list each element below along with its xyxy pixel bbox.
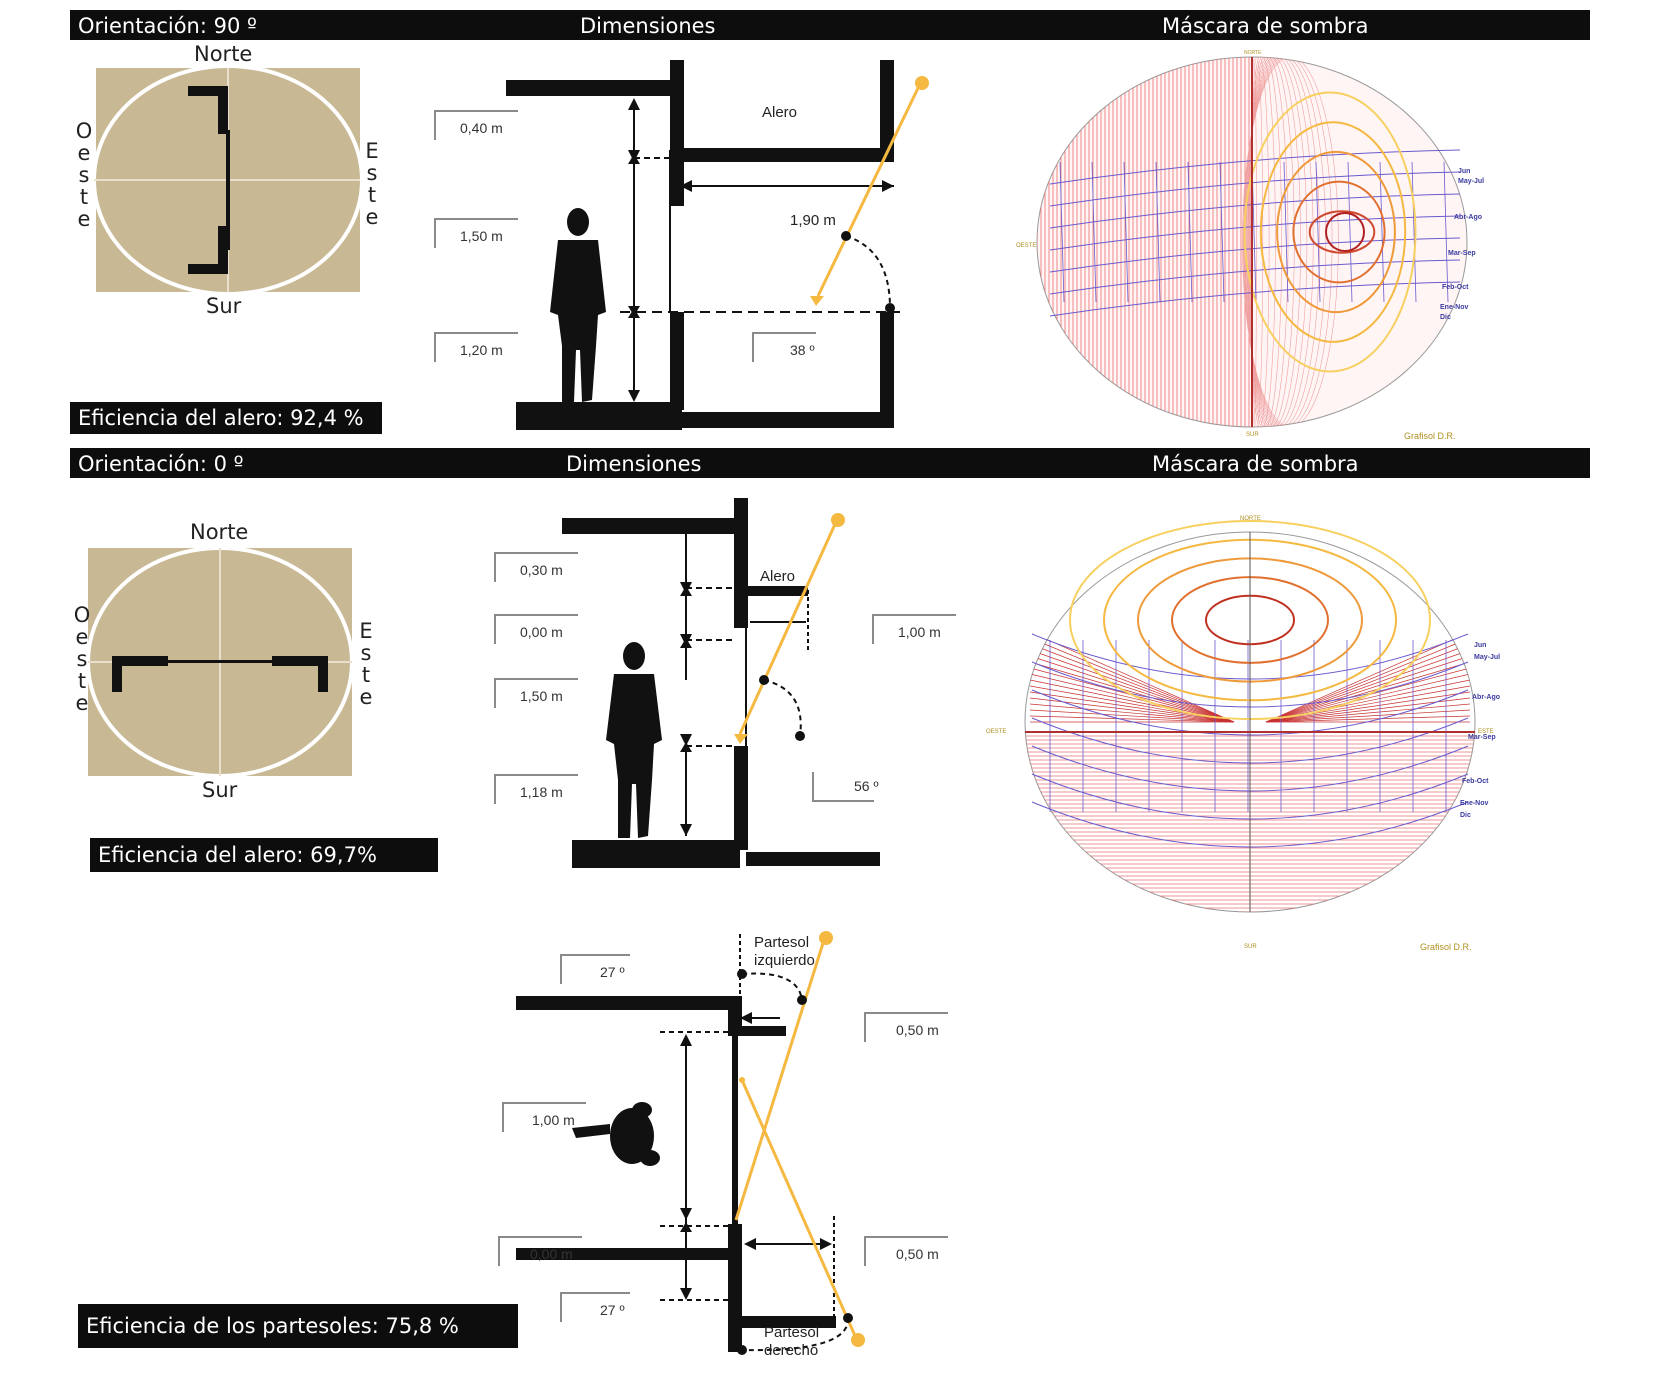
row1-mask-credit: Grafisol D.R.	[1404, 431, 1456, 441]
row1-person-silhouette	[550, 208, 606, 402]
row1-mask-month-labels: Jun May-Jul Abr-Ago Mar-Sep Feb-Oct Ene-…	[1440, 168, 1485, 321]
row2-header-bar: Orientación: 0 º Dimensiones Máscara de …	[70, 448, 1590, 478]
row2-person-silhouette	[606, 642, 662, 838]
row3-partesol-left-label: Partesol izquierdo	[754, 934, 815, 969]
row2-alero-label: Alero	[760, 568, 796, 585]
row2-dim-sill: 1,18 m	[494, 774, 578, 804]
row2-section-drawing	[562, 498, 880, 868]
row2-window-plan	[112, 656, 328, 692]
row2-mask-title: Máscara de sombra	[1152, 452, 1359, 476]
row2-dim-top: 0,30 m	[494, 552, 578, 582]
row2-compass-drawing	[86, 546, 354, 778]
row2-mask-south: SUR	[1244, 944, 1257, 950]
row2-angle-box: 56 º	[812, 772, 879, 802]
row2-mask-west: OESTE	[986, 729, 1007, 735]
row1-dim-window: 1,50 m	[434, 218, 518, 248]
row1-mask-contours	[1243, 91, 1417, 373]
row3-plan-drawing	[516, 931, 865, 1355]
row1-orientation-title: Orientación: 90 º	[78, 14, 257, 38]
row1-mask-west: OESTE	[1016, 243, 1037, 249]
row2-mask-month-labels: Jun May-Jul Abr-Ago Mar-Sep Feb-Oct Ene-…	[1460, 642, 1501, 819]
row2-efficiency-label: Eficiencia del alero: 69,7%	[90, 838, 438, 872]
row1-header-bar: Orientación: 90 º Dimensiones Máscara de…	[70, 10, 1590, 40]
row2-north-label: Norte	[190, 520, 249, 544]
row3-angle-top-box: 27 º	[560, 954, 630, 984]
row1-south-label: Sur	[206, 294, 242, 318]
row1-depth-label: 1,90 m	[790, 212, 836, 229]
row3-person-topview	[572, 1102, 660, 1166]
row1-angle-box: 38 º	[752, 332, 816, 362]
row1-mask-south: SUR	[1246, 432, 1259, 438]
row2-shadow-mask	[1024, 520, 1476, 913]
row1-dimensions-title: Dimensiones	[580, 14, 716, 38]
row2-dim-window: 1,50 m	[494, 678, 578, 708]
row1-dim-sill: 1,20 m	[434, 332, 518, 362]
row3-partesol-right-label: Partesol derecho	[764, 1324, 820, 1359]
row2-depth-box: 1,00 m	[872, 614, 956, 644]
row2-south-label: Sur	[202, 778, 238, 802]
row1-compass-drawing	[92, 64, 364, 296]
row1-efficiency-label: Eficiencia del alero: 92,4 %	[70, 402, 382, 434]
row1-north-label: Norte	[194, 42, 253, 66]
row1-alero-label: Alero	[762, 104, 798, 121]
row2-orientation-title: Orientación: 0 º	[78, 452, 244, 476]
row1-section-drawing	[506, 60, 929, 430]
row1-window-plan	[188, 86, 230, 274]
row2-dim-overhang: 0,00 m	[494, 614, 578, 644]
row3-efficiency-label: Eficiencia de los partesoles: 75,8 %	[78, 1304, 518, 1348]
row3-dim-fin-left: 0,50 m	[864, 1012, 948, 1042]
row2-mask-credit: Grafisol D.R.	[1420, 942, 1472, 952]
row2-dimensions-title: Dimensiones	[566, 452, 702, 476]
row3-dim-offset: 0,00 m	[498, 1236, 582, 1266]
row2-mask-north: NORTE	[1240, 516, 1261, 522]
row3-dim-window: 1,00 m	[502, 1102, 586, 1132]
row1-shadow-mask	[1036, 56, 1468, 428]
row3-angle-bottom-box: 27 º	[560, 1292, 630, 1322]
row1-mask-north: NORTE	[1244, 50, 1262, 56]
row1-dim-overhang: 0,40 m	[434, 110, 518, 140]
row1-mask-title: Máscara de sombra	[1162, 14, 1369, 38]
row2-mask-east: ESTE	[1478, 729, 1494, 735]
row3-dim-fin-right: 0,50 m	[864, 1236, 948, 1266]
